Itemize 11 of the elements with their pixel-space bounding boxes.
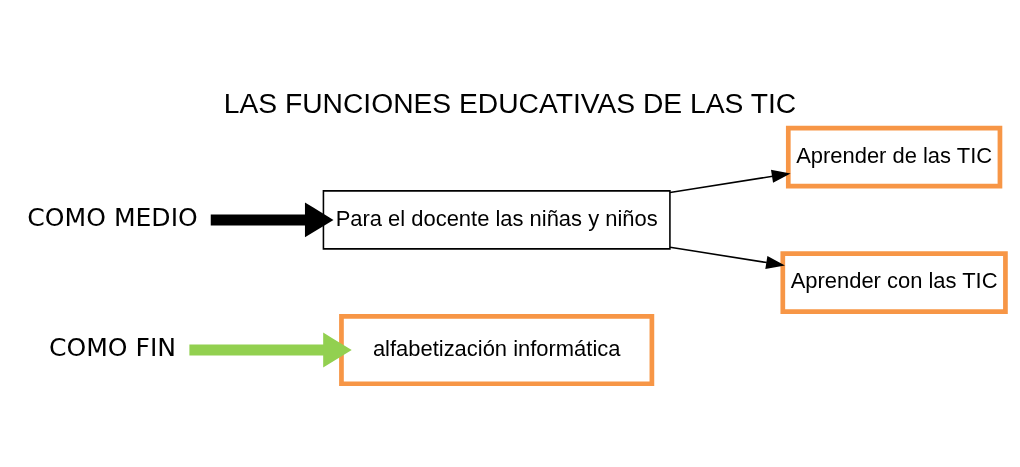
arrow	[669, 169, 791, 193]
node-text: COMO FIN	[48, 332, 177, 362]
diagram-title: LAS FUNCIONES EDUCATIVAS DE LAS TIC	[223, 86, 797, 119]
node-box: Aprender de las TIC	[785, 125, 1003, 189]
node-text: COMO MEDIO	[27, 202, 198, 232]
arrow	[210, 201, 334, 237]
node-box: Aprender con las TIC	[780, 250, 1008, 314]
arrow	[189, 332, 352, 367]
node-box: Para el docente las niñas y niños	[322, 189, 671, 250]
arrow	[669, 245, 785, 269]
node-box: alfabetización informática	[339, 313, 655, 386]
